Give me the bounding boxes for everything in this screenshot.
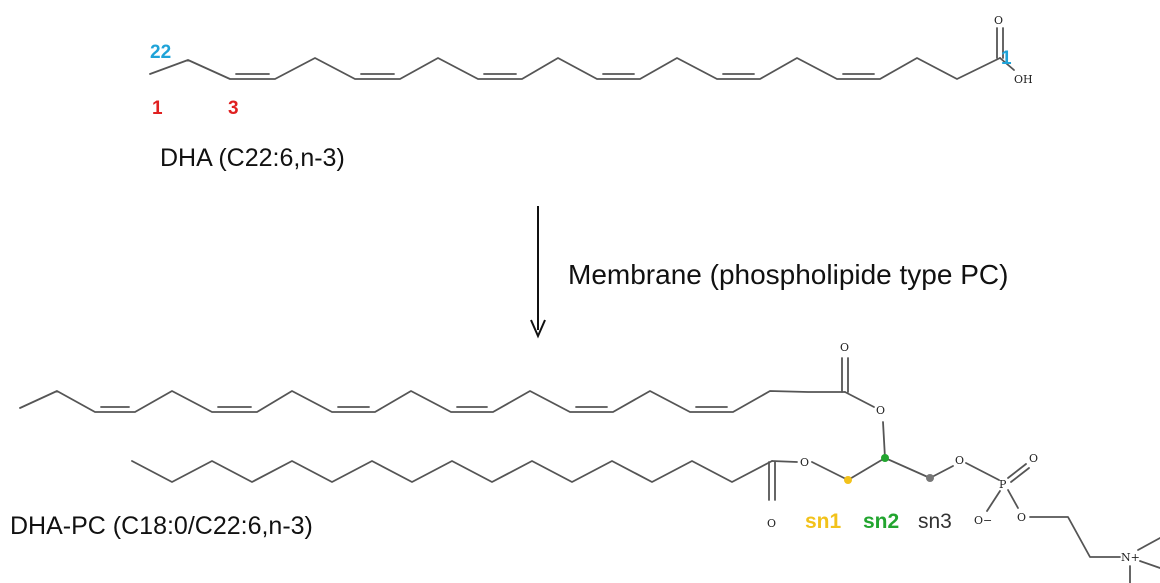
- dhapc-molecule: O O O O O P O O− O N+: [10, 341, 1160, 583]
- omega-number-1: 1: [152, 98, 163, 119]
- dha-name: DHA (C22:6,n-3): [160, 144, 345, 172]
- dhapc-stearic-chain: [131, 460, 773, 483]
- dha-carboxyl-group: O OH: [994, 14, 1033, 86]
- phosphorus-atom: P: [999, 478, 1007, 491]
- dha-hydroxyl: OH: [1014, 73, 1033, 86]
- sn1-carbon-dot: [844, 476, 852, 484]
- choline-chain: [1029, 516, 1121, 558]
- reaction-label: Membrane (phospholipide type PC): [568, 259, 1008, 290]
- sn2-carbon-dot: [881, 454, 889, 462]
- omega-number-3: 3: [228, 98, 239, 119]
- sn2-ester-oxygen: O: [876, 404, 885, 417]
- sn3-carbon-dot: [926, 474, 934, 482]
- choline-ester-oxygen: O: [1017, 511, 1026, 524]
- phosphoryl-oxygen: O: [1029, 452, 1038, 465]
- phosphate-anion-oxygen: O−: [974, 514, 992, 527]
- dha-molecule: O OH 22 1 1 3 DHA (C22:6,n-3): [149, 14, 1033, 172]
- dhapc-dha-chain: [19, 390, 846, 413]
- sn1-carbonyl-oxygen: O: [767, 517, 776, 530]
- dhapc-name: DHA-PC (C18:0/C22:6,n-3): [10, 512, 313, 540]
- carbon-number-1-carboxyl: 1: [1001, 48, 1012, 69]
- choline-nitrogen: N+: [1121, 551, 1140, 564]
- reaction-arrow: [530, 206, 546, 339]
- carbon-number-22: 22: [150, 42, 171, 63]
- sn1-label: sn1: [805, 510, 842, 533]
- sn1-ester-oxygen: O: [800, 456, 809, 469]
- dha-carbonyl-oxygen: O: [994, 14, 1003, 27]
- sn2-label: sn2: [863, 510, 899, 533]
- dha-carbon-chain: [149, 57, 1001, 80]
- phosphate-ester-oxygen: O: [955, 454, 964, 467]
- sn3-label: sn3: [918, 510, 952, 533]
- sn2-carbonyl-oxygen: O: [840, 341, 849, 354]
